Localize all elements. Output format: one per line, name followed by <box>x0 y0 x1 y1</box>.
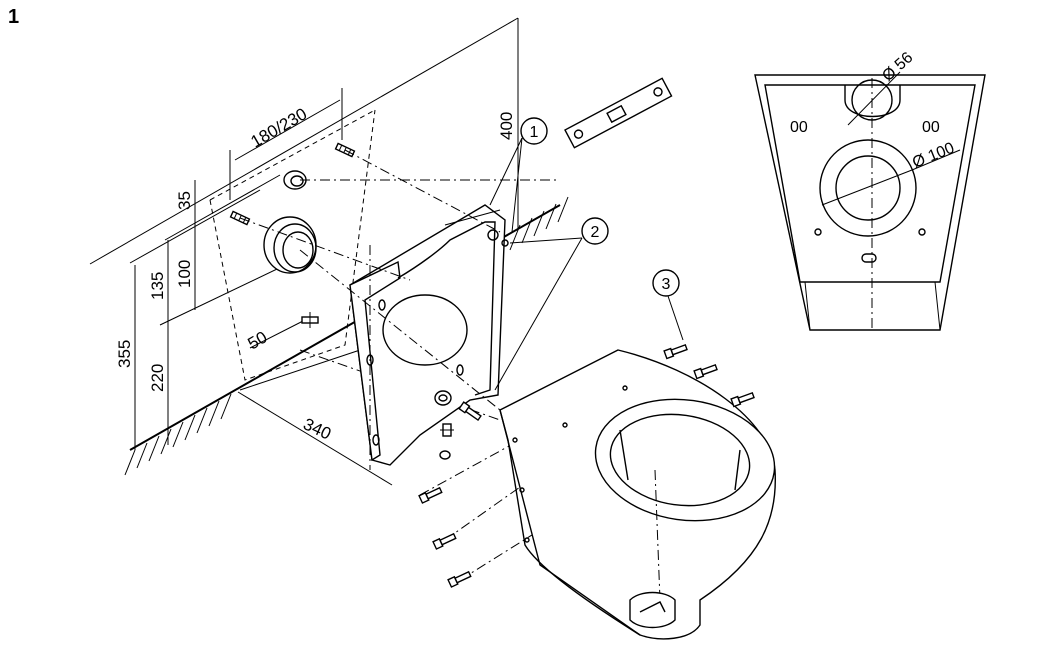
wall-plane-outline <box>209 109 376 381</box>
dim-340: 340 <box>300 414 334 443</box>
dim-35: 35 <box>175 191 194 210</box>
dim-50: 50 <box>245 328 271 354</box>
dim-100: 100 <box>175 260 194 288</box>
diameter-100-label: Ø 100 <box>910 140 957 172</box>
mounting-bracket <box>349 204 509 466</box>
toilet-bowl <box>499 349 777 640</box>
slot-right-label: 00 <box>922 119 940 136</box>
dim-355: 355 <box>115 340 134 368</box>
diameter-56-label: Ø 56 <box>879 49 916 85</box>
callout-2-label: 2 <box>591 224 600 241</box>
dim-400: 400 <box>497 112 516 140</box>
callout-1-label: 1 <box>530 124 539 141</box>
callout-1: 1 <box>489 117 548 233</box>
page-number: 1 <box>8 6 20 28</box>
bolts <box>418 343 755 588</box>
dim-220: 220 <box>148 364 167 392</box>
wall-fittings <box>229 142 356 328</box>
dim-135: 135 <box>148 272 167 300</box>
spirit-level <box>564 77 673 149</box>
detail-view <box>754 71 986 331</box>
slot-left-label: 00 <box>790 119 808 136</box>
dim-180-230: 180/230 <box>248 104 311 151</box>
callout-2: 2 <box>494 217 609 391</box>
callout-3: 3 <box>652 269 684 341</box>
callout-3-label: 3 <box>662 276 671 293</box>
dimension-lines <box>89 17 519 486</box>
